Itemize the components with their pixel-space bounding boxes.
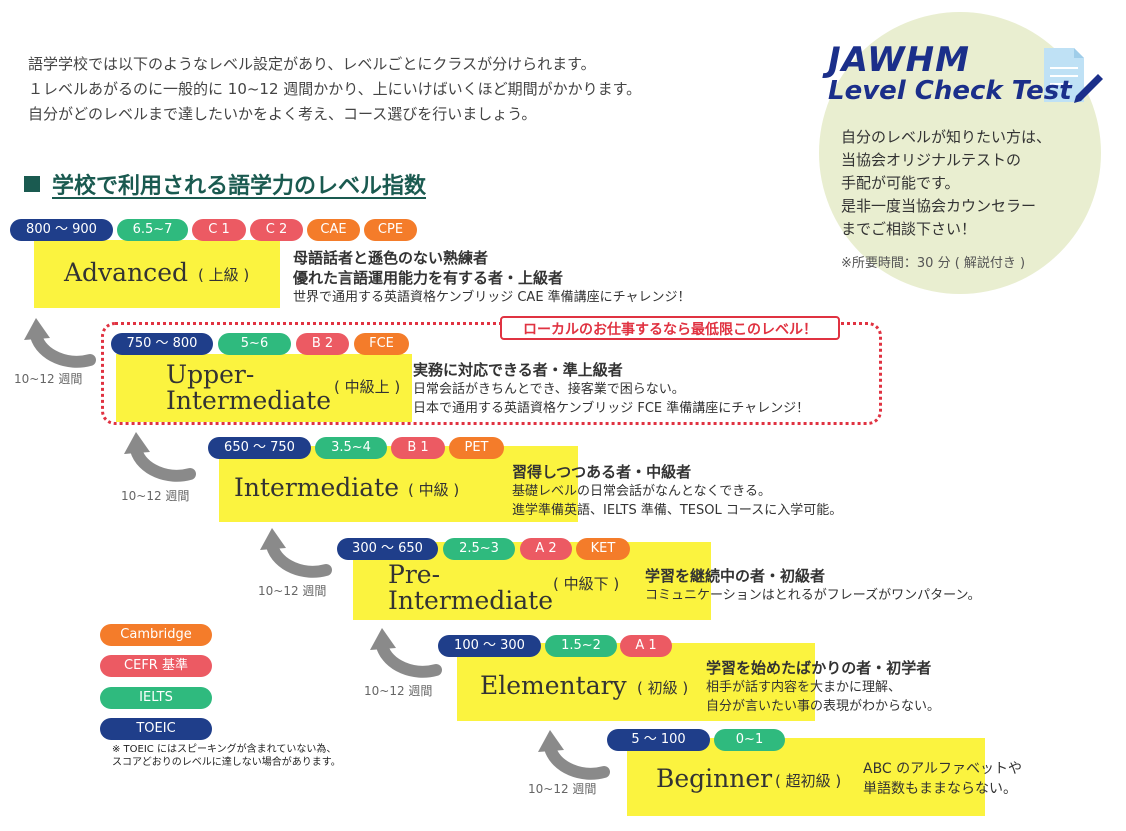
- toeic-badge: 650 〜 750: [208, 437, 311, 459]
- cambridge-badge: CAE: [307, 219, 360, 241]
- cambridge-badge: FCE: [354, 333, 409, 355]
- ielts-badge: 0~1: [714, 729, 785, 751]
- cambridge-badge: PET: [449, 437, 504, 459]
- ielts-badge: 3.5~4: [315, 437, 387, 459]
- callout-label: ローカルのお仕事するなら最低限このレベル！: [500, 316, 840, 340]
- cefr-badge: A 2: [520, 538, 572, 560]
- section-title: 学校で利用される語学力のレベル指数: [24, 168, 426, 200]
- level-name-advanced: Advanced: [64, 258, 188, 287]
- weeks-label: 10~12 週間: [14, 372, 83, 386]
- level-name-elementary: Elementary: [480, 671, 627, 700]
- ielts-badge: 2.5~3: [443, 538, 515, 560]
- intro-line: 自分がどのレベルまで達したいかをよく考え、コース選びを行いましょう。: [28, 105, 537, 123]
- level-description-beginner: ABC のアルファベットや 単語数もままならない。: [863, 761, 1023, 797]
- level-name-pre-intermediate: Pre- Intermediate: [388, 560, 554, 615]
- level-description-intermediate: 習得しつつある者・中級者 基礎レベルの日常会話がなんとなくできる。 進学準備英語…: [512, 463, 843, 518]
- weeks-label: 10~12 週間: [364, 684, 433, 698]
- toeic-badge: 300 〜 650: [337, 538, 438, 560]
- toeic-badge: 800 〜 900: [10, 219, 113, 241]
- duration-note: ※所要時間：30 分 ( 解説付き ): [841, 256, 1026, 271]
- ielts-badge: 5~6: [218, 333, 291, 355]
- legend-note: ※ TOEIC にはスピーキングが含まれていない為、 スコアどおりのレベルに達し…: [112, 744, 341, 768]
- cefr-badge: C 2: [250, 219, 303, 241]
- ielts-badge: 6.5~7: [117, 219, 188, 241]
- legend-cefr: CEFR 基準: [100, 655, 212, 677]
- level-description-upper-intermediate: 実務に対応できる者・準上級者 日常会話がきちんとでき、接客業で困らない。 日本で…: [413, 361, 810, 416]
- legend-toeic: TOEIC: [100, 718, 212, 740]
- curved-arrow-icon: [124, 432, 196, 482]
- level-jp-advanced: ( 上級 ): [198, 266, 250, 284]
- weeks-label: 10~12 週間: [528, 782, 597, 796]
- level-jp-elementary: ( 初級 ): [637, 679, 689, 697]
- cefr-badge: B 1: [391, 437, 445, 459]
- level-name-upper-intermediate: Upper- Intermediate: [166, 360, 332, 415]
- pencil-document-icon: [1044, 48, 1103, 103]
- minimum-level-frame: [101, 322, 882, 425]
- level-highlight: [627, 738, 985, 816]
- square-icon: [24, 176, 40, 192]
- weeks-label: 10~12 週間: [121, 489, 190, 503]
- cambridge-badge: CPE: [364, 219, 417, 241]
- curved-arrow-icon: [24, 318, 96, 368]
- level-jp-upper-intermediate: ( 中級上 ): [334, 378, 401, 396]
- level-description-pre-intermediate: 学習を継続中の者・初級者 コミュニケーションはとれるがフレーズがワンパターン。: [645, 567, 981, 603]
- weeks-label: 10~12 週間: [258, 584, 327, 598]
- curved-arrow-icon: [370, 628, 442, 678]
- level-jp-beginner: ( 超初級 ): [775, 772, 842, 790]
- level-name-beginner: Beginner: [656, 764, 773, 793]
- toeic-badge: 750 〜 800: [111, 333, 213, 355]
- level-jp-pre-intermediate: ( 中級下 ): [553, 575, 620, 593]
- level-highlight: [34, 240, 280, 308]
- toeic-badge: 100 〜 300: [438, 635, 541, 657]
- intro-text: 語学学校では以下のようなレベル設定があり、レベルごとにクラスが分けられます。 １…: [28, 52, 808, 127]
- cefr-badge: A 1: [620, 635, 672, 657]
- level-check-title: Level Check Test: [828, 76, 1072, 106]
- cefr-badge: B 2: [296, 333, 349, 355]
- curved-arrow-icon: [538, 730, 610, 780]
- legend-cambridge: Cambridge: [100, 624, 212, 646]
- toeic-badge: 5 〜 100: [607, 729, 710, 751]
- intro-line: 語学学校では以下のようなレベル設定があり、レベルごとにクラスが分けられます。: [28, 55, 596, 73]
- level-name-intermediate: Intermediate: [234, 473, 400, 502]
- jawhm-title: JAWHM: [828, 40, 970, 80]
- level-highlight: [116, 354, 412, 422]
- level-description-elementary: 学習を始めたばかりの者・初学者 相手が話す内容を大まかに理解、 自分が言いたい事…: [706, 659, 941, 714]
- level-check-text: 自分のレベルが知りたい方は、 当協会オリジナルテストの 手配が可能です。 是非一…: [841, 128, 1052, 238]
- level-jp-intermediate: ( 中級 ): [408, 481, 460, 499]
- ielts-badge: 1.5~2: [545, 635, 617, 657]
- legend-ielts: IELTS: [100, 687, 212, 709]
- curved-arrow-icon: [260, 528, 332, 578]
- cefr-badge: C 1: [192, 219, 246, 241]
- intro-line: １レベルあがるのに一般的に 10~12 週間かかり、上にいけばいくほど期間がかか…: [28, 80, 642, 98]
- level-description-advanced: 母語話者と遜色のない熟練者 優れた言語運用能力を有する者・上級者 世界で通用する…: [293, 249, 691, 305]
- cambridge-badge: KET: [576, 538, 630, 560]
